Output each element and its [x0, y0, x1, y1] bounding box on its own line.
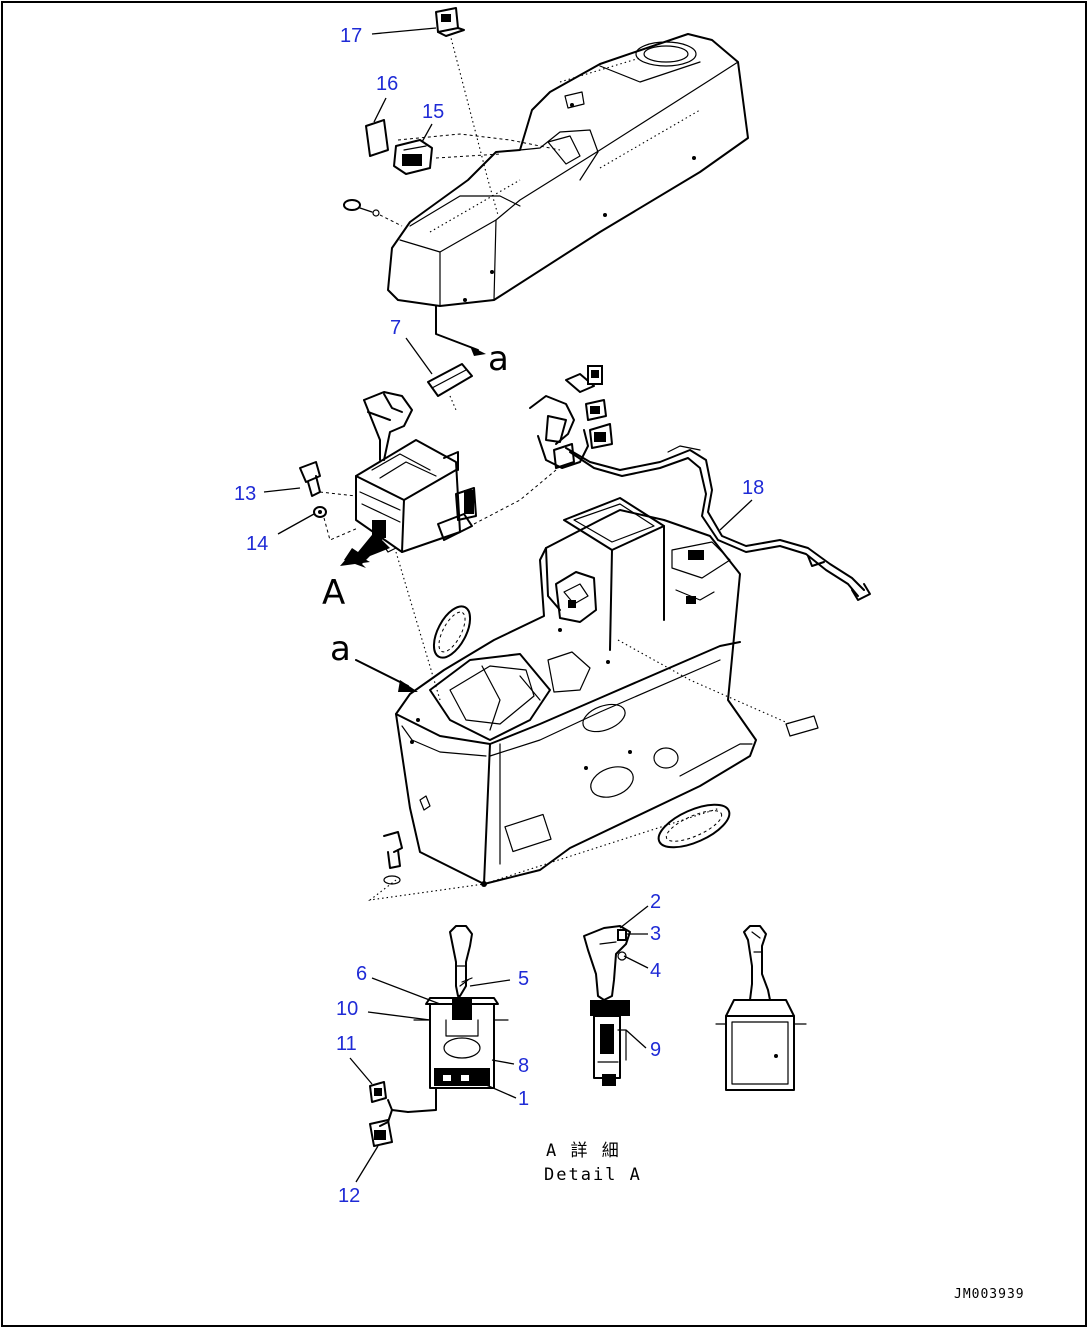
- callout-leaders: [263, 27, 753, 1183]
- callout-labels: 17 16 15 7 13 14 18 2 3 4 6 5 10 11 8 9 …: [234, 25, 764, 1207]
- callout-18: 18: [742, 477, 764, 499]
- ref-letter-a-lower: a: [330, 629, 351, 669]
- view-a-arrow: [340, 530, 390, 568]
- callout-3: 3: [650, 923, 661, 945]
- callout-14: 14: [246, 533, 268, 555]
- callout-6: 6: [356, 963, 367, 985]
- detail-a-side-view: [583, 925, 631, 1086]
- callout-12: 12: [338, 1185, 360, 1207]
- callout-16: 16: [376, 73, 398, 95]
- callout-17: 17: [340, 25, 362, 47]
- ref-letter-a-upper: a: [488, 339, 509, 379]
- wire-harness-18: [529, 365, 871, 601]
- grommet-right: [657, 803, 731, 849]
- callout-8: 8: [518, 1055, 529, 1077]
- bolt-13: [299, 461, 321, 497]
- switch-15: [393, 139, 433, 175]
- connector-12: [369, 1119, 393, 1147]
- callout-1: 1: [518, 1088, 529, 1110]
- callout-13: 13: [234, 483, 256, 505]
- shift-lever-assembly: [355, 391, 477, 553]
- grommet-left: [432, 605, 472, 659]
- base-stud: [383, 831, 403, 885]
- callout-7: 7: [390, 317, 401, 339]
- detail-a-front-view: [379, 925, 509, 1127]
- callout-11: 11: [336, 1033, 357, 1055]
- callout-10: 10: [336, 998, 358, 1020]
- detail-caption-en: Detail A: [544, 1165, 642, 1185]
- part-7-strip: [427, 363, 473, 397]
- upper-console-cover: [387, 33, 749, 307]
- detail-a-rear-view: [715, 925, 807, 1091]
- connector-11: [369, 1081, 387, 1103]
- view-letter-a: A: [322, 573, 345, 613]
- cover-screw: [343, 199, 380, 217]
- washer-14: [313, 506, 327, 518]
- callout-5: 5: [518, 968, 529, 990]
- part-16: [365, 119, 389, 157]
- lower-console-base: [395, 497, 757, 887]
- drawing-code: JM003939: [954, 1287, 1025, 1302]
- callout-9: 9: [650, 1039, 661, 1061]
- callout-15: 15: [422, 101, 444, 123]
- switch-17: [435, 7, 465, 37]
- callout-2: 2: [650, 891, 661, 913]
- detail-caption-jp: A 詳 細: [546, 1141, 621, 1161]
- callout-4: 4: [650, 960, 661, 982]
